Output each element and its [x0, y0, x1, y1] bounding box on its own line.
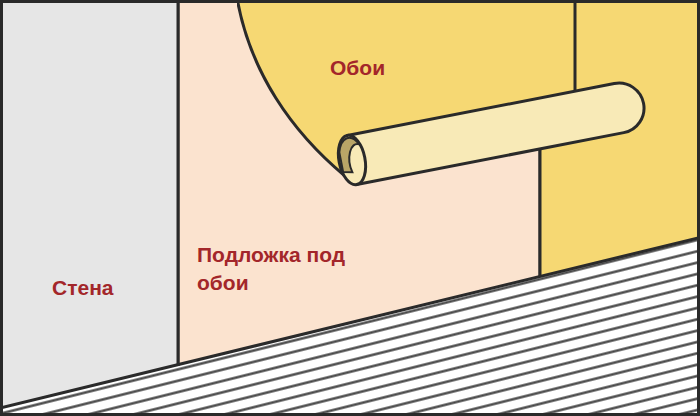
region-fill	[0, 0, 178, 416]
wall-edge	[177, 0, 180, 366]
region-shape	[0, 0, 178, 416]
region-label: Обои	[330, 54, 420, 82]
region-label: Подложка под обои	[197, 241, 347, 297]
wall-region: Стена	[0, 0, 178, 416]
region-label: Стена	[52, 274, 162, 302]
floor	[0, 237, 700, 416]
